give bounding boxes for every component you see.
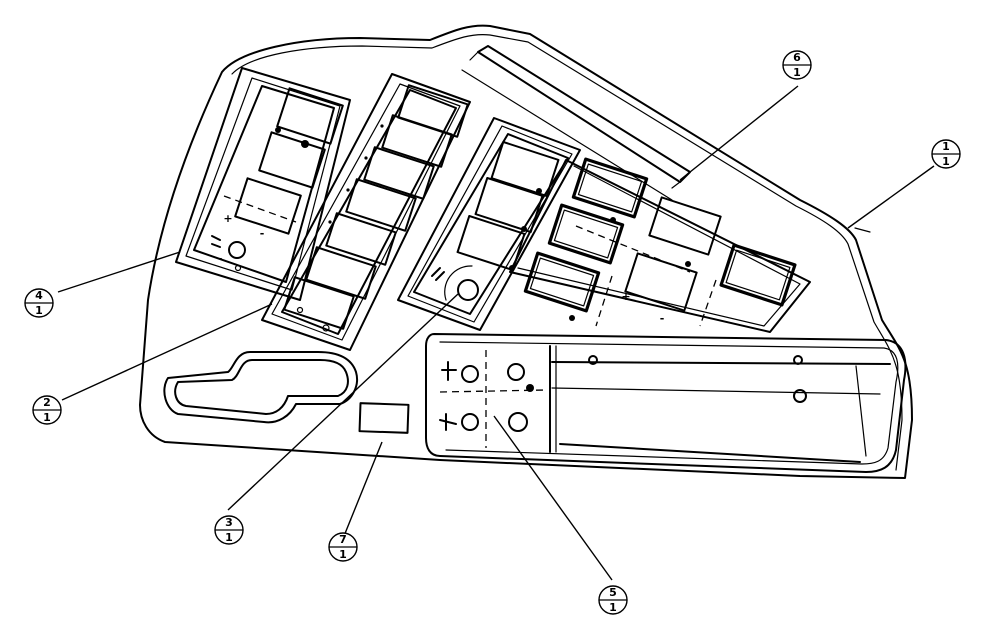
leader-lines: [57, 85, 935, 581]
svg-text:5: 5: [609, 586, 617, 599]
svg-text:1: 1: [942, 155, 950, 168]
plus-sign: +: [223, 212, 232, 225]
svg-text:1: 1: [43, 411, 51, 424]
svg-text:7: 7: [339, 533, 347, 546]
panel-4: + - -: [175, 67, 351, 301]
label-plate: [358, 402, 410, 434]
minus-sign: -: [660, 312, 665, 325]
callout-4: 4 1: [24, 288, 54, 318]
svg-text:1: 1: [35, 304, 43, 317]
tray: [425, 333, 907, 473]
minus-sign: -: [218, 252, 223, 265]
panel-6: + -: [509, 157, 811, 333]
svg-text:1: 1: [225, 531, 233, 544]
callout-6: 6 1: [782, 50, 812, 80]
callout-1: 1 1: [931, 139, 961, 169]
grip-slot: [163, 351, 358, 424]
panel-2: [261, 73, 471, 351]
top-strip: [461, 45, 691, 201]
svg-text:6: 6: [793, 51, 801, 64]
svg-text:1: 1: [793, 66, 801, 79]
svg-text:1: 1: [609, 601, 617, 614]
console-housing: [139, 24, 913, 479]
callout-2: 2 1: [32, 395, 62, 425]
plus-sign: +: [621, 290, 630, 303]
callout-7: 7 1: [328, 532, 358, 562]
svg-text:1: 1: [339, 548, 347, 561]
callout-5: 5 1: [598, 585, 628, 615]
minus-sign: -: [260, 227, 265, 240]
panel-3: [397, 117, 581, 331]
svg-text:3: 3: [225, 516, 233, 529]
svg-text:1: 1: [942, 140, 950, 153]
svg-text:4: 4: [35, 289, 43, 302]
callout-3: 3 1: [214, 515, 244, 545]
svg-text:2: 2: [43, 396, 51, 409]
